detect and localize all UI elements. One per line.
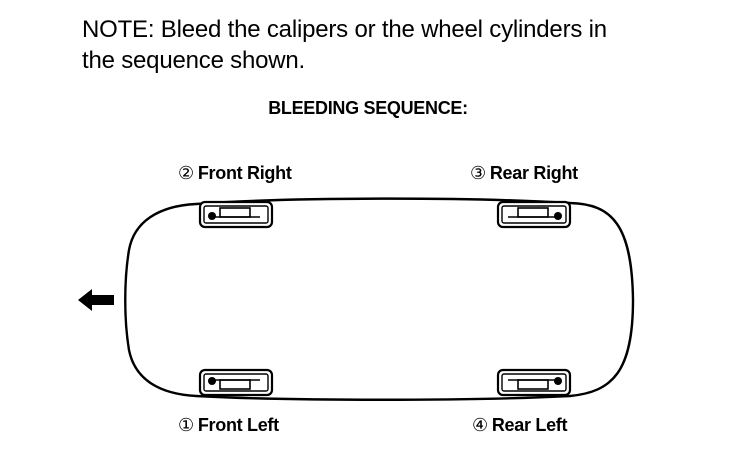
wheel-name: Rear Left (491, 415, 568, 435)
heading-text: BLEEDING SEQUENCE: (268, 98, 468, 118)
brake-caliper-icon (198, 200, 274, 229)
note-line-1: NOTE: Bleed the calipers or the wheel cy… (82, 16, 607, 43)
sequence-number: ① (178, 415, 194, 435)
note-line-2: the sequence shown. (82, 47, 306, 74)
wheel-name: Front Right (197, 163, 292, 183)
sequence-number: ④ (472, 415, 488, 435)
brake-caliper-icon (496, 200, 572, 229)
wheel-name: Front Left (197, 415, 279, 435)
brake-caliper-icon (198, 368, 274, 397)
brake-caliper-icon (496, 368, 572, 397)
bleeding-sequence-heading: BLEEDING SEQUENCE: (0, 98, 736, 119)
arrow-left-icon (78, 289, 114, 311)
wheel-name: Rear Right (489, 163, 578, 183)
note-text: NOTE: Bleed the calipers or the wheel cy… (82, 14, 702, 76)
sequence-number: ② (178, 163, 194, 183)
sequence-number: ③ (470, 163, 486, 183)
